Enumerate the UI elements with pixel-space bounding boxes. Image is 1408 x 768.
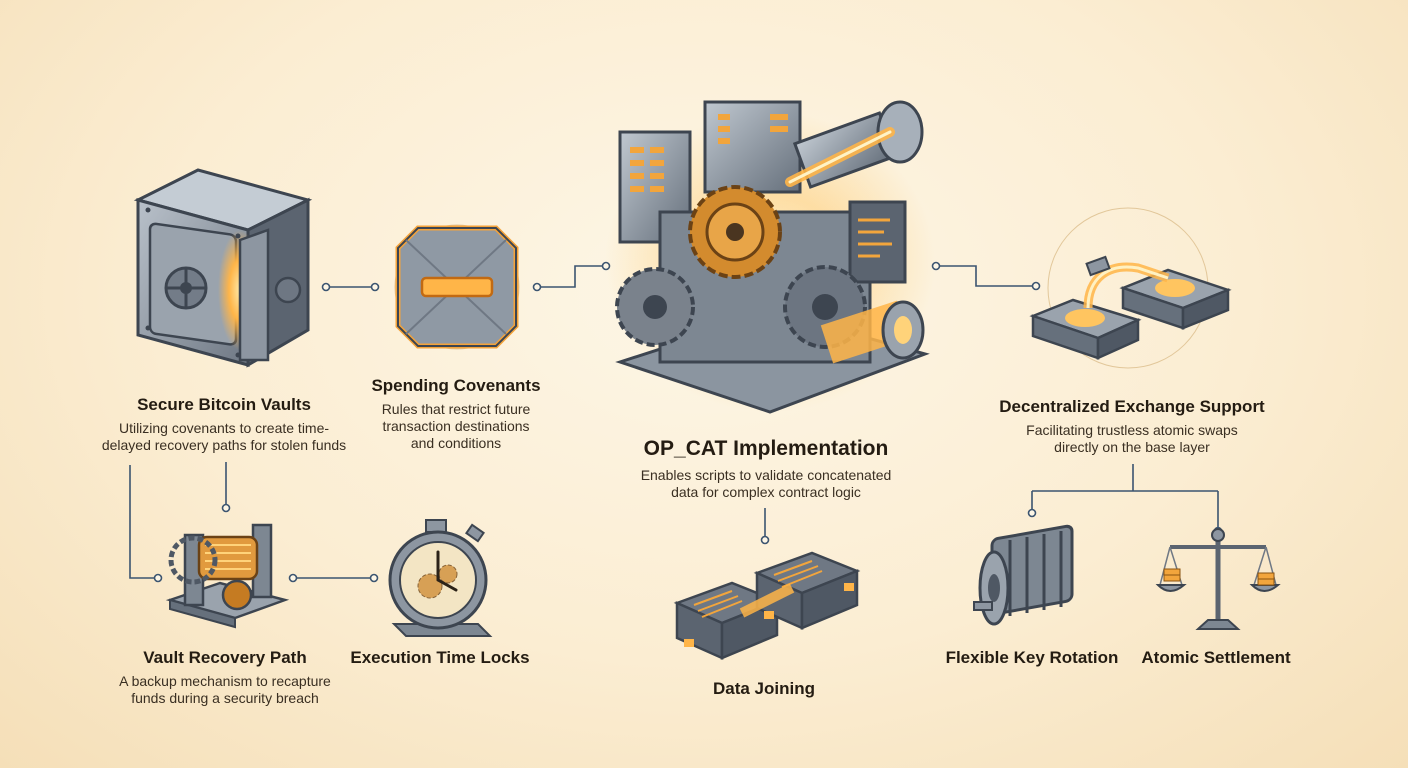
node-description: Facilitating trustless atomic swaps dire…	[1026, 422, 1238, 455]
node-title: Atomic Settlement	[1141, 648, 1291, 667]
node-data-joining: Data Joining	[664, 679, 864, 699]
node-execution-timelocks: Execution Time Locks	[340, 648, 540, 668]
node-title: OP_CAT Implementation	[643, 437, 889, 460]
node-description: Enables scripts to validate concatenated…	[640, 467, 892, 500]
stopwatch-icon	[388, 519, 493, 637]
node-description: Utilizing covenants to create time- dela…	[101, 420, 347, 453]
node-title: Vault Recovery Path	[143, 648, 307, 667]
vault-safe-icon	[133, 168, 313, 368]
connector-opcat-dex	[936, 265, 1036, 287]
data-blocks-icon	[673, 551, 861, 660]
node-dex-support: Decentralized Exchange Support Facilitat…	[976, 397, 1288, 456]
node-title: Spending Covenants	[371, 376, 541, 395]
node-title: Decentralized Exchange Support	[999, 397, 1265, 416]
node-secure-vaults: Secure Bitcoin Vaults Utilizing covenant…	[84, 395, 364, 454]
node-title: Flexible Key Rotation	[945, 648, 1119, 667]
connector-vault-recovery	[129, 465, 158, 579]
node-title: Secure Bitcoin Vaults	[137, 395, 311, 414]
opcat-machine-icon	[605, 100, 935, 414]
balance-scale-icon	[1155, 528, 1281, 630]
recovery-winch-icon	[165, 523, 290, 629]
node-vault-recovery: Vault Recovery Path A backup mechanism t…	[100, 648, 350, 707]
node-opcat-implementation: OP_CAT Implementation Enables scripts to…	[606, 436, 926, 501]
node-key-rotation: Flexible Key Rotation	[936, 648, 1128, 668]
node-description: A backup mechanism to recapture funds du…	[119, 673, 331, 706]
node-title: Execution Time Locks	[350, 648, 530, 667]
connector-dex-branch	[1031, 464, 1219, 531]
covenant-panel-icon	[394, 224, 520, 350]
node-title: Data Joining	[712, 679, 815, 698]
key-cylinder-icon	[973, 524, 1074, 626]
connector-covenant-opcat	[537, 265, 606, 288]
node-atomic-settlement: Atomic Settlement	[1130, 648, 1302, 668]
atomic-swap-icon	[1029, 207, 1232, 369]
node-spending-covenants: Spending Covenants Rules that restrict f…	[336, 376, 576, 452]
node-description: Rules that restrict future transaction d…	[381, 401, 531, 451]
